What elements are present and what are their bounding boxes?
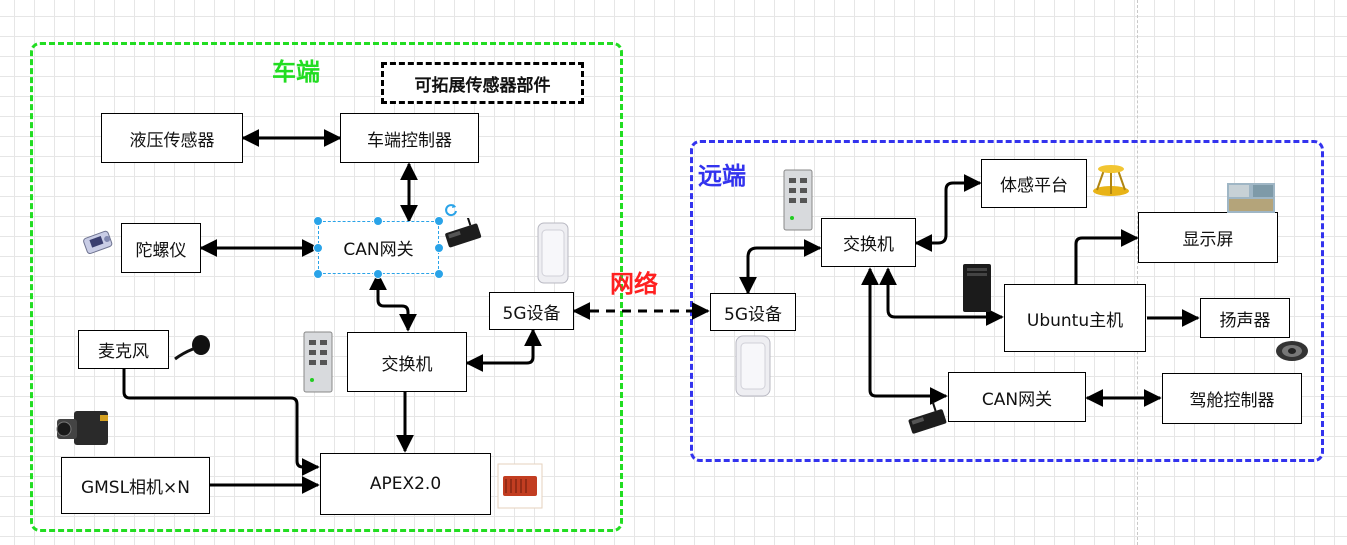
node-ubuntu-host-label: Ubuntu主机 [1026, 310, 1124, 331]
wire-mic-apex [122, 369, 320, 476]
pc-tower-icon [963, 264, 991, 312]
node-microphone[interactable]: 麦克风 [78, 330, 169, 369]
vehicle-zone [30, 42, 623, 532]
remote-zone-title: 远端 [698, 162, 746, 190]
screen-preview-icon [1227, 183, 1275, 213]
node-apex-label: APEX2.0 [369, 474, 442, 494]
wire-remote-5g-switch [739, 239, 822, 295]
node-hydraulic-label: 液压传感器 [129, 130, 215, 151]
wire-can-switch [369, 272, 417, 332]
node-vehicle-switch-label: 交换机 [381, 354, 433, 375]
node-remote-5g[interactable]: 5G设备 [710, 293, 796, 331]
apex-board-icon [497, 463, 543, 509]
node-gyroscope-label: 陀螺仪 [135, 240, 187, 261]
selection-handle[interactable] [373, 216, 383, 226]
node-speaker[interactable]: 扬声器 [1200, 298, 1290, 338]
node-gmsl-camera-label: GMSL相机×N [80, 478, 191, 498]
selection-handle[interactable] [313, 243, 323, 253]
node-vehicle-controller[interactable]: 车端控制器 [340, 113, 479, 163]
switch-icon [783, 169, 813, 231]
node-motion-platform-label: 体感平台 [1000, 176, 1068, 196]
camera-icon [56, 411, 108, 445]
selection-handle[interactable] [313, 216, 323, 226]
extension-sensor-box[interactable]: 可拓展传感器部件 [381, 62, 584, 104]
node-cockpit-controller[interactable]: 驾舱控制器 [1162, 373, 1302, 424]
node-display-label: 显示屏 [1182, 230, 1234, 250]
motion-platform-icon [1093, 165, 1129, 196]
selection-handle[interactable] [313, 269, 323, 279]
node-vehicle-5g[interactable]: 5G设备 [489, 292, 574, 330]
node-vehicle-switch[interactable]: 交换机 [347, 332, 467, 392]
page-guide-line [1137, 0, 1138, 545]
gyroscope-icon [83, 230, 113, 255]
refresh-icon[interactable] [443, 202, 459, 218]
selection-handle[interactable] [434, 216, 444, 226]
can-module-icon [908, 402, 947, 434]
selection-handle[interactable] [373, 269, 383, 279]
node-speaker-label: 扬声器 [1219, 310, 1271, 331]
can-module-icon [445, 218, 482, 248]
node-remote-switch[interactable]: 交换机 [821, 218, 916, 267]
selection-handle[interactable] [434, 269, 444, 279]
router-icon [537, 222, 569, 284]
node-remote-can-label: CAN网关 [981, 389, 1053, 410]
node-motion-platform[interactable]: 体感平台 [981, 159, 1087, 208]
node-gmsl-camera[interactable]: GMSL相机×N [61, 457, 210, 514]
network-label: 网络 [610, 270, 658, 298]
router-icon [735, 335, 771, 397]
wire-switch-can [861, 267, 948, 405]
wire-switch-5g [465, 328, 542, 372]
speaker-icon [1276, 341, 1308, 361]
extension-sensor-label: 可拓展传感器部件 [414, 75, 551, 96]
wire-switch-motion [914, 174, 982, 252]
node-hydraulic-sensor[interactable]: 液压传感器 [101, 113, 243, 163]
node-remote-5g-label: 5G设备 [724, 304, 782, 325]
node-microphone-label: 麦克风 [98, 342, 149, 362]
switch-icon [303, 331, 333, 393]
node-remote-can-gateway[interactable]: CAN网关 [948, 372, 1086, 422]
node-remote-switch-label: 交换机 [843, 235, 894, 255]
vehicle-zone-title: 车端 [272, 58, 320, 86]
node-ubuntu-host[interactable]: Ubuntu主机 [1004, 284, 1146, 352]
node-cockpit-controller-label: 驾舱控制器 [1189, 391, 1275, 411]
node-display[interactable]: 显示屏 [1138, 212, 1278, 263]
selection-handle[interactable] [434, 243, 444, 253]
node-gyroscope[interactable]: 陀螺仪 [121, 223, 201, 273]
node-vehicle-can-gateway[interactable]: CAN网关 [318, 221, 439, 274]
node-vehicle-can-label: CAN网关 [343, 240, 414, 260]
wire-ubuntu-display [1074, 229, 1139, 284]
node-apex[interactable]: APEX2.0 [320, 453, 491, 515]
node-vehicle-controller-label: 车端控制器 [367, 130, 452, 151]
remote-zone [690, 140, 1324, 462]
node-vehicle-5g-label: 5G设备 [502, 303, 561, 324]
microphone-icon [174, 335, 210, 361]
